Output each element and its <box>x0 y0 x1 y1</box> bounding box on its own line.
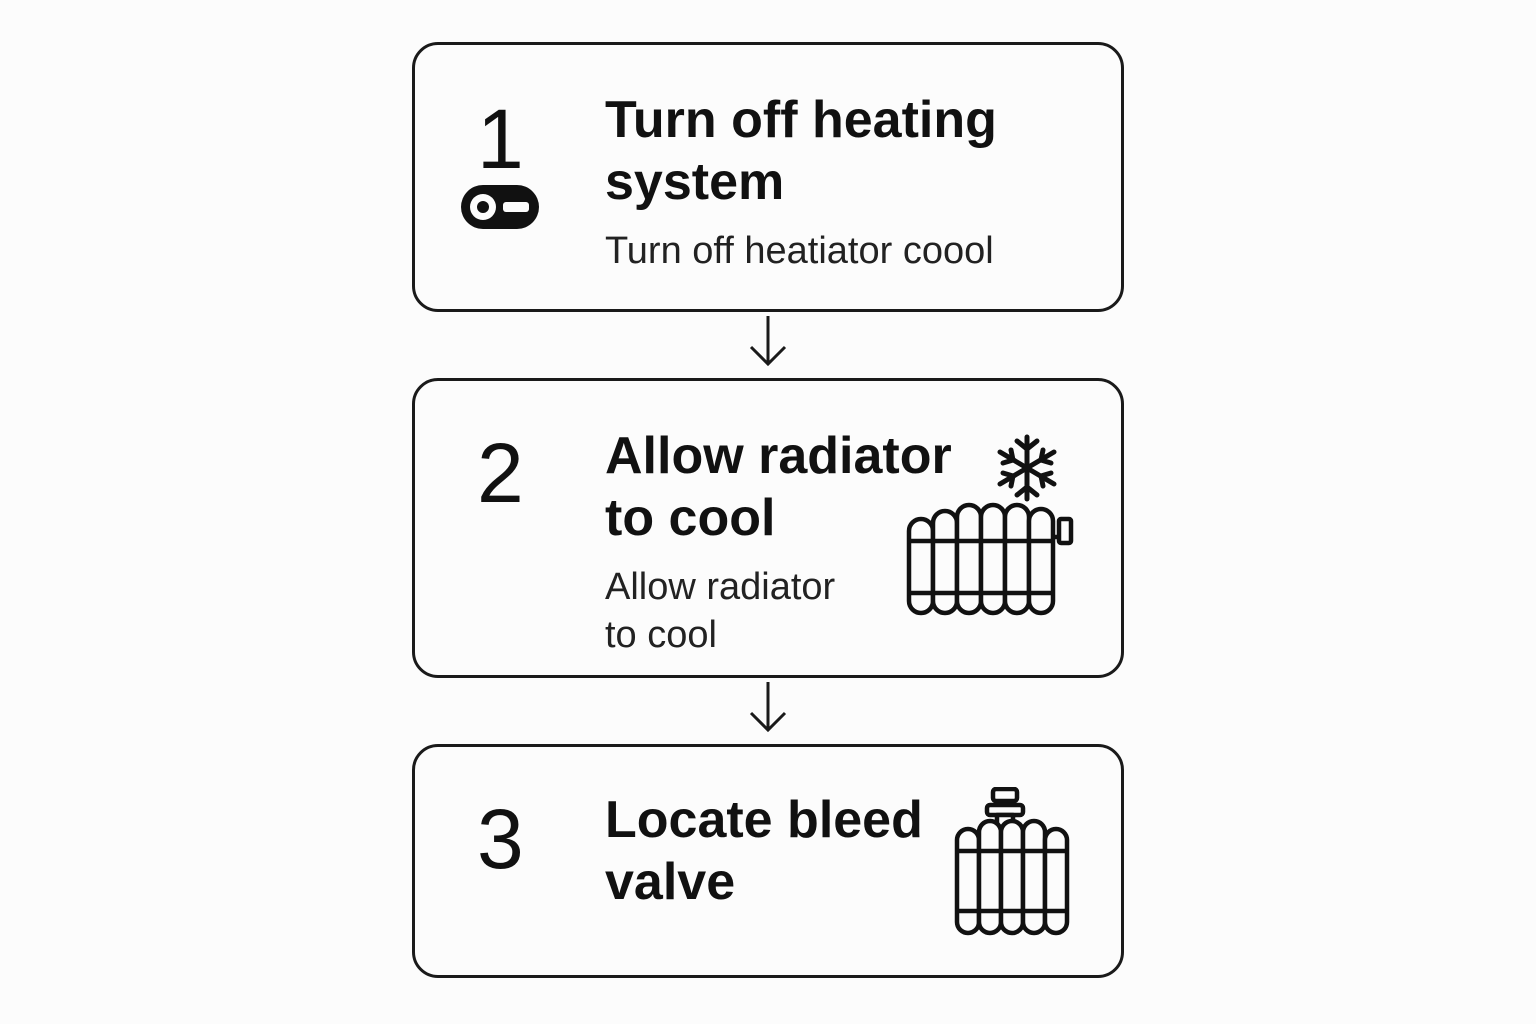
radiator-valve-icon <box>954 787 1070 936</box>
step-3-title: Locate bleed valve <box>605 791 923 911</box>
down-arrow-icon <box>749 316 787 367</box>
step-1-description: Turn off heatiator coool <box>605 230 994 272</box>
switch-off-icon <box>461 185 539 229</box>
step-2-description: Allow radiator to cool <box>605 566 836 656</box>
step-1-card: 1 Turn off heating system Turn off heati… <box>412 42 1124 312</box>
step-3-card: 3 Locate bleed valve <box>412 744 1124 978</box>
step-2-card: 2 Allow radiator to cool Allow radiator … <box>412 378 1124 678</box>
step-2-title: Allow radiator to cool <box>605 427 952 547</box>
down-arrow-icon <box>749 682 787 733</box>
step-3-number: 3 <box>477 792 524 886</box>
step-1-number: 1 <box>477 92 524 186</box>
step-2-number: 2 <box>477 426 524 520</box>
radiator-snowflake-icon <box>906 434 1074 616</box>
step-1-title: Turn off heating system <box>605 91 997 211</box>
